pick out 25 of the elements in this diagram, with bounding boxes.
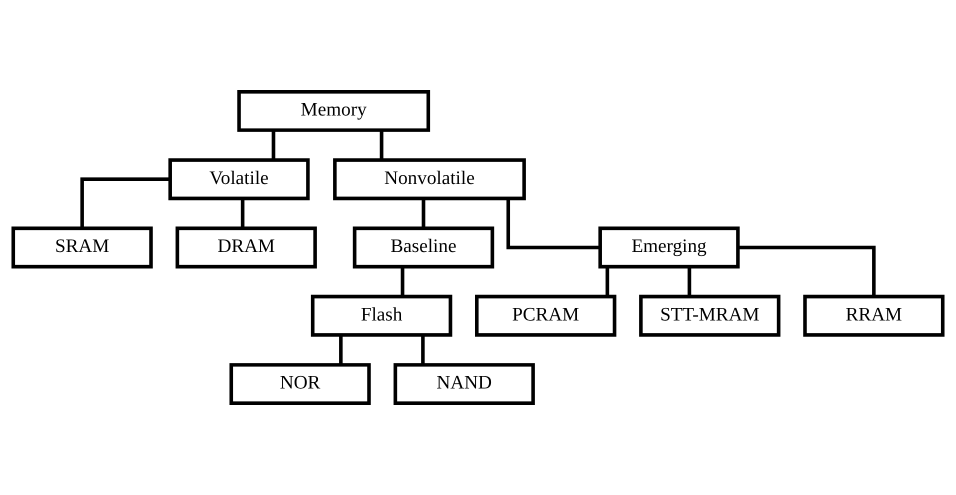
connector: [688, 266, 692, 297]
node-box: Memory: [237, 90, 430, 132]
connector: [738, 246, 876, 296]
node-box: Volatile: [168, 158, 310, 200]
node-box: Flash: [310, 294, 452, 337]
node-box: Nonvolatile: [333, 158, 526, 200]
node-box: PCRAM: [475, 294, 616, 337]
node-box: Baseline: [352, 226, 494, 268]
connector: [380, 130, 384, 160]
connector: [400, 266, 404, 297]
connector: [240, 198, 244, 228]
node-box: STT-MRAM: [639, 294, 780, 337]
connector: [272, 130, 276, 160]
connector: [422, 198, 426, 228]
connector: [506, 198, 600, 250]
connector: [339, 335, 343, 365]
connector: [80, 177, 170, 228]
node-box: NOR: [229, 363, 371, 405]
connector: [606, 266, 610, 297]
node-box: SRAM: [11, 226, 153, 268]
node-box: RRAM: [803, 294, 945, 337]
connector: [421, 335, 425, 365]
node-box: NAND: [394, 363, 535, 405]
node-box: DRAM: [176, 226, 317, 268]
node-box: Emerging: [598, 226, 740, 268]
